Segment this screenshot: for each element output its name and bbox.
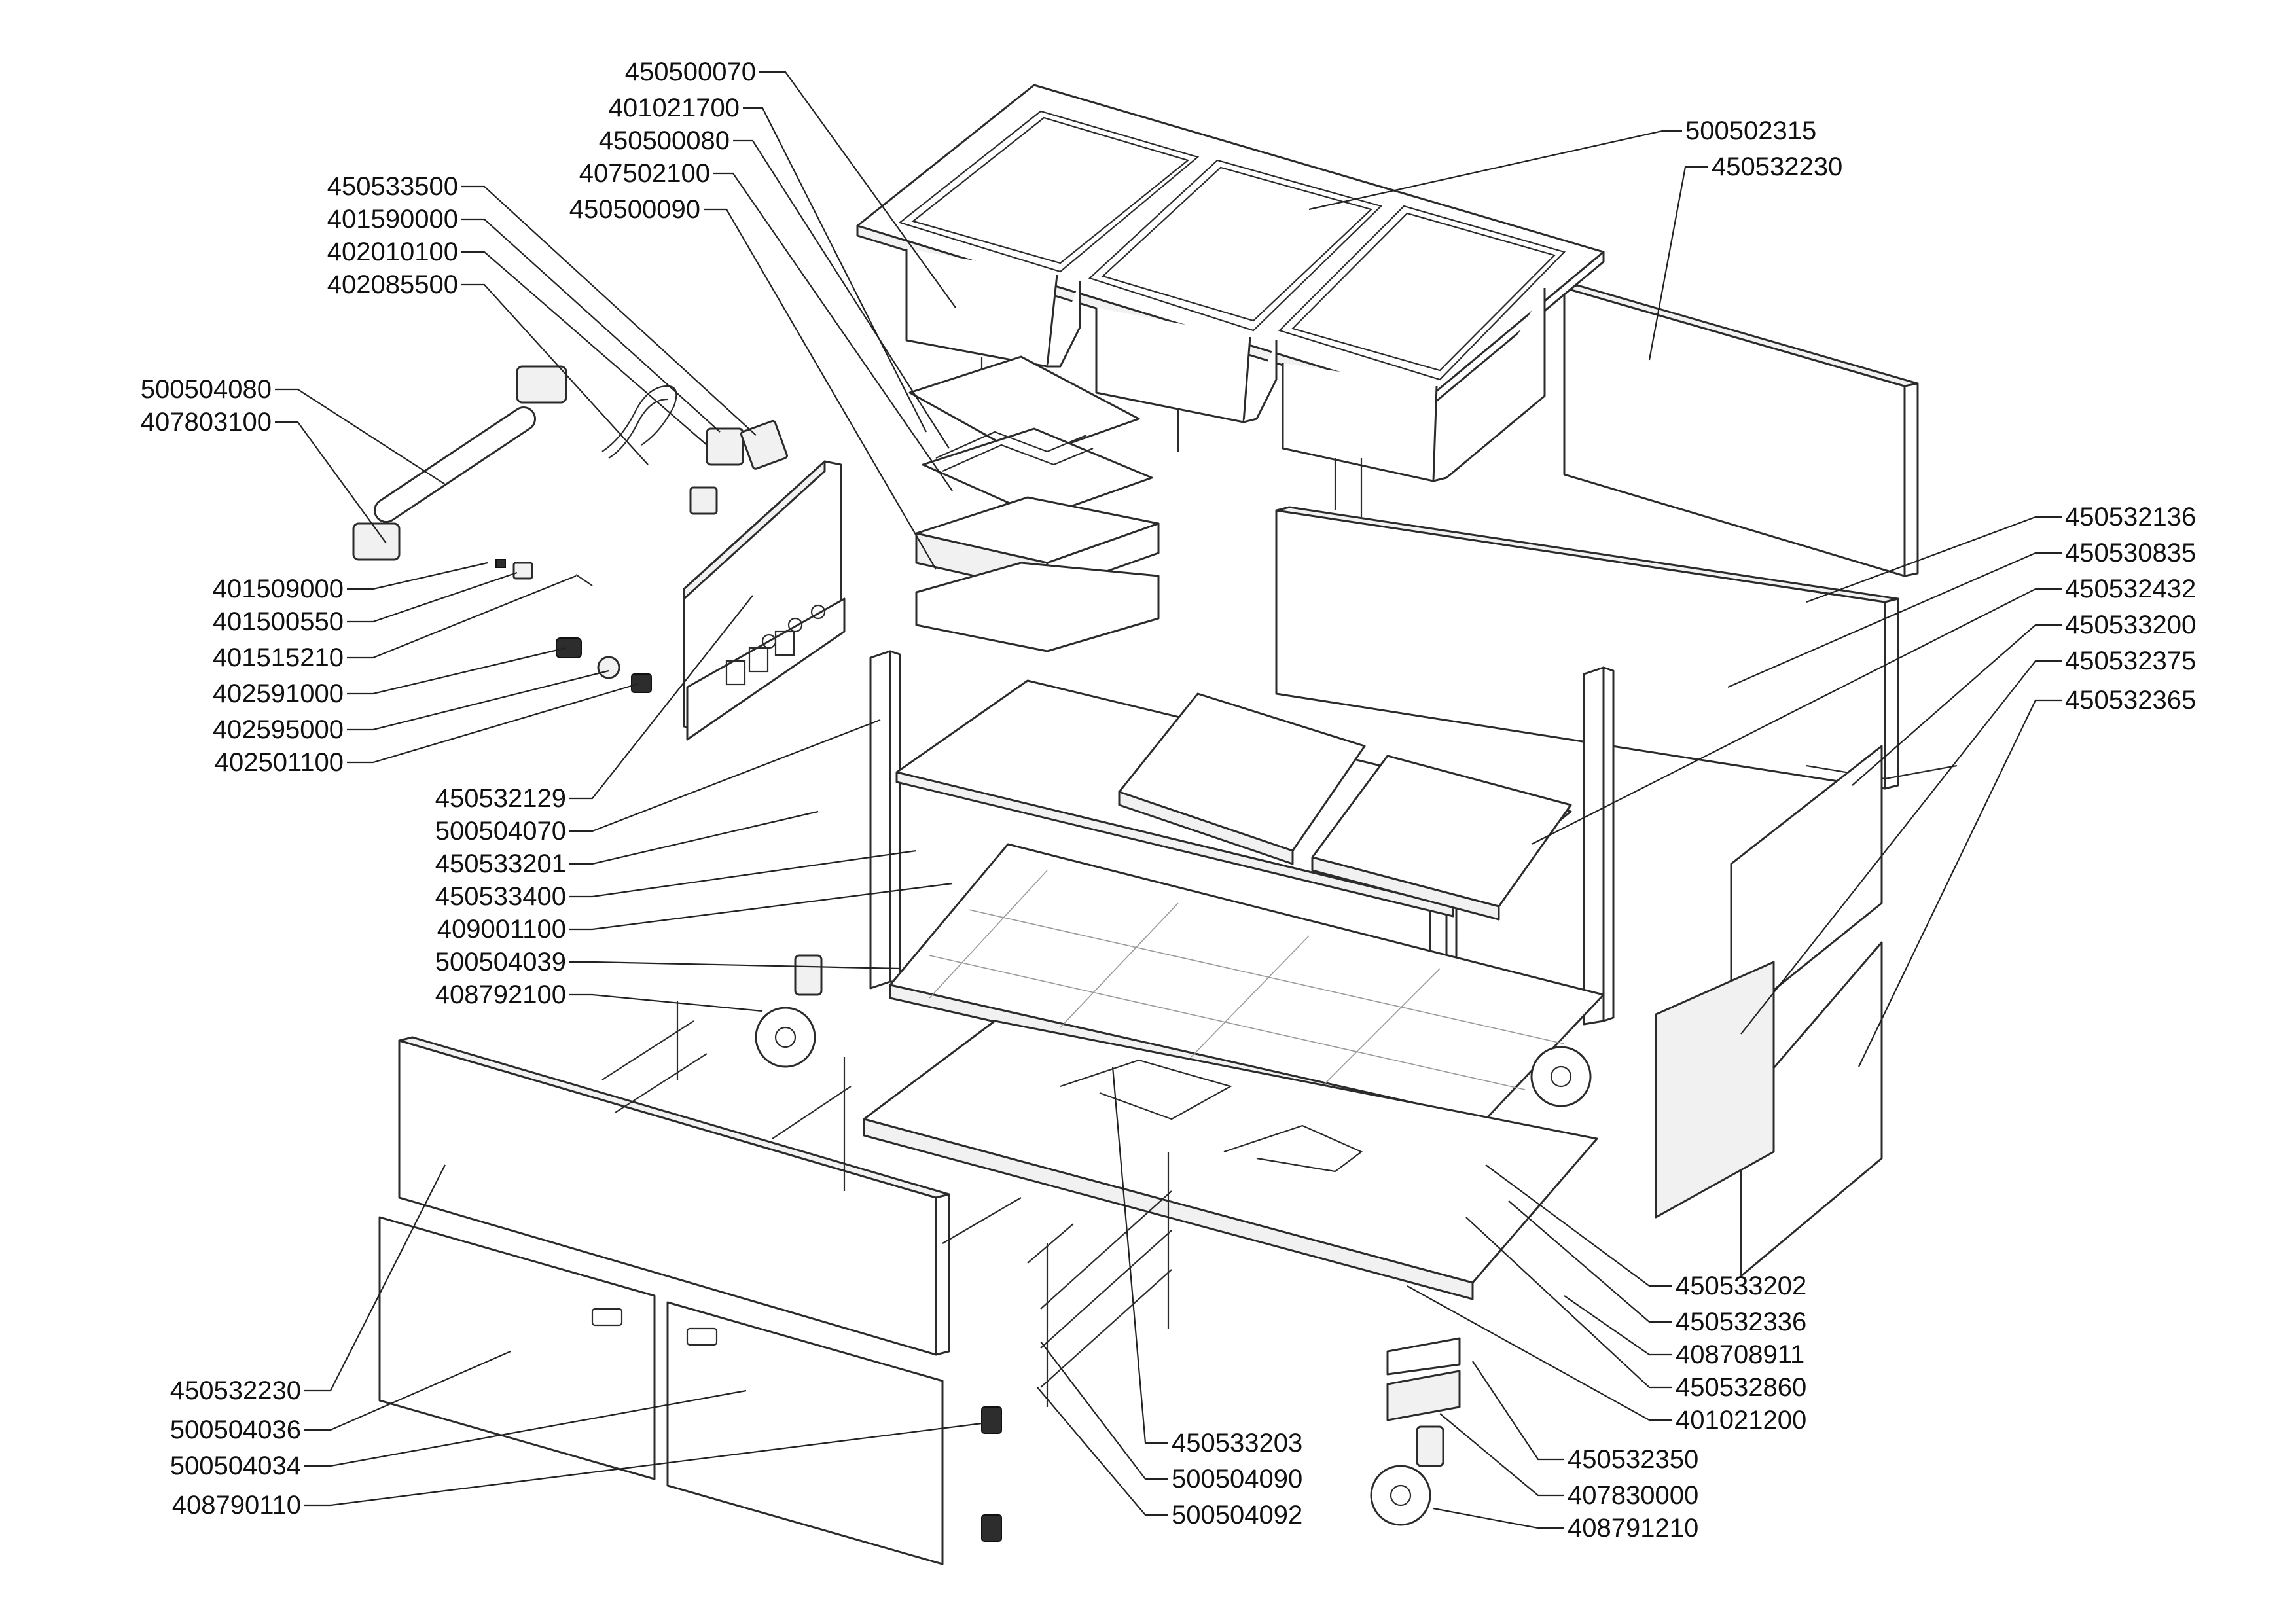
part-number-label: 402501100 xyxy=(215,748,344,777)
part-number-label: 402010100 xyxy=(327,238,458,266)
part-number-label: 500504070 xyxy=(435,817,566,846)
part-number-label: 402595000 xyxy=(213,715,344,744)
basin-top-frame xyxy=(856,84,1605,517)
part-number-label: 500504039 xyxy=(435,948,566,976)
part-number-label: 450532230 xyxy=(1712,152,1842,181)
part-number-label: 450532375 xyxy=(2065,647,2196,675)
part-number-label: 450532432 xyxy=(2065,575,2196,603)
castor-wheels xyxy=(755,954,1592,1526)
part-number-label: 401515210 xyxy=(213,643,344,672)
part-number-label: 450532336 xyxy=(1676,1308,1806,1336)
part-number-label: 407502100 xyxy=(579,159,710,188)
front-panel xyxy=(398,1036,950,1356)
part-number-label: 401590000 xyxy=(327,205,458,234)
part-number-label: 450532860 xyxy=(1676,1373,1806,1402)
part-number-label: 401500550 xyxy=(213,607,344,636)
part-number-label: 500504080 xyxy=(141,375,272,404)
part-number-label: 500504034 xyxy=(170,1452,301,1480)
part-number-label: 450533400 xyxy=(435,882,566,911)
part-number-label: 450532129 xyxy=(435,784,566,813)
right-door-panels xyxy=(1655,745,1883,1277)
part-number-label: 450532350 xyxy=(1568,1445,1698,1474)
part-number-label: 408791210 xyxy=(1568,1514,1698,1543)
part-number-label: 401021700 xyxy=(609,94,740,122)
hinges xyxy=(981,1406,1002,1542)
part-number-label: 450533203 xyxy=(1172,1429,1302,1457)
part-number-label: 500504090 xyxy=(1172,1465,1302,1493)
part-labels-left: 450500070 401021700 450500080 407502100 … xyxy=(141,58,756,1520)
part-number-label: 450533500 xyxy=(327,172,458,201)
heating-element-stack xyxy=(908,355,1160,652)
part-number-label: 402591000 xyxy=(213,679,344,708)
part-number-label: 450532230 xyxy=(170,1376,301,1405)
part-number-label: 450533201 xyxy=(435,849,566,878)
part-number-label: 450532136 xyxy=(2065,503,2196,531)
perforation-pattern xyxy=(929,870,1565,1090)
part-number-label: 500504036 xyxy=(170,1416,301,1444)
part-labels-right: 500502315 450532230 450532136 450530835 … xyxy=(1172,116,2196,1543)
part-number-label: 408790110 xyxy=(172,1491,301,1520)
back-panel xyxy=(1563,284,1919,577)
part-number-label: 409001100 xyxy=(437,915,566,944)
rear-side-panel xyxy=(1275,506,1958,790)
castor-mount-plates xyxy=(1386,1337,1461,1421)
part-number-label: 450533202 xyxy=(1676,1272,1806,1300)
hose-and-fittings xyxy=(352,365,788,693)
main-frame xyxy=(863,650,1615,1300)
shelf-rails xyxy=(601,1001,1172,1407)
part-number-label: 450533200 xyxy=(2065,611,2196,639)
part-number-label: 401021200 xyxy=(1676,1406,1806,1435)
door-left xyxy=(378,1216,656,1480)
part-number-label: 408708911 xyxy=(1676,1340,1804,1369)
part-number-label: 408792100 xyxy=(435,980,566,1009)
part-number-label: 450530835 xyxy=(2065,539,2196,567)
part-number-label: 500502315 xyxy=(1685,116,1816,145)
control-panel xyxy=(683,460,846,741)
leader-lines xyxy=(275,71,2062,1529)
part-number-label: 401509000 xyxy=(213,575,344,603)
part-number-label: 407803100 xyxy=(141,408,272,437)
part-number-label: 450500080 xyxy=(599,126,730,155)
part-number-label: 407830000 xyxy=(1568,1481,1698,1510)
part-number-label: 450500070 xyxy=(625,58,756,86)
part-number-label: 450532365 xyxy=(2065,686,2196,715)
bain-marie-exploded-view xyxy=(352,84,1958,1565)
part-number-label: 402085500 xyxy=(327,270,458,299)
door-right xyxy=(666,1301,944,1565)
part-number-label: 450500090 xyxy=(569,195,700,224)
part-number-label: 500504092 xyxy=(1172,1501,1302,1529)
